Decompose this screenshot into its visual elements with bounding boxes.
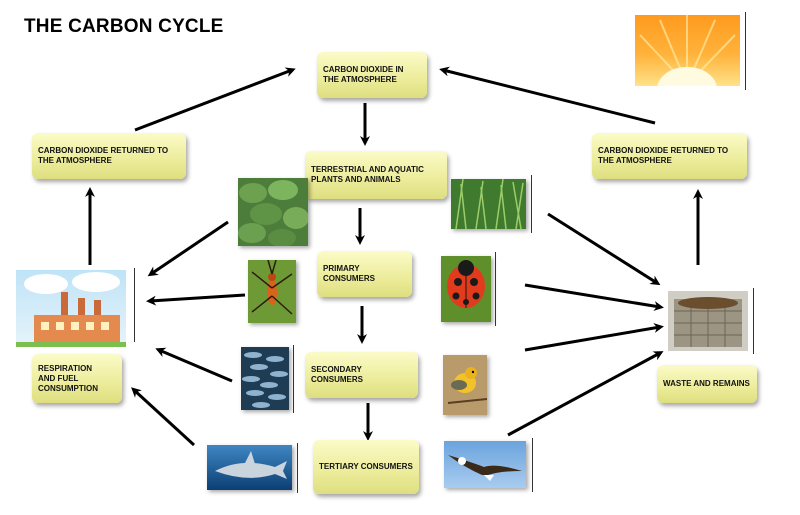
node-respiration-label: RESPIRATION AND FUEL CONSUMPTION <box>38 363 98 393</box>
diagram-title: THE CARBON CYCLE <box>24 16 224 37</box>
arrow-fish-to-factory <box>155 347 233 383</box>
fish-school-image <box>241 347 289 410</box>
shark-image <box>207 445 292 490</box>
compost-divider <box>753 288 754 354</box>
node-co2-atmosphere-label: CARBON DIOXIDE IN THE ATMOSPHERE <box>323 65 404 84</box>
grass-image <box>451 179 526 229</box>
node-co2-returned-right: CARBON DIOXIDE RETURNED TO THE ATMOSPHER… <box>592 133 747 179</box>
arrow-right-return-to-atmosphere <box>439 66 656 125</box>
grass-divider <box>531 175 532 233</box>
sun-divider <box>745 12 746 90</box>
node-plants-animals: TERRESTRIAL AND AQUATIC PLANTS AND ANIMA… <box>305 151 447 199</box>
arrow-bird-to-waste <box>524 323 664 352</box>
arrow-leaves-to-factory <box>147 220 229 277</box>
arrow-insect-to-factory <box>146 293 246 306</box>
node-co2-returned-right-label: CARBON DIOXIDE RETURNED TO THE ATMOSPHER… <box>598 146 729 165</box>
factory-divider <box>134 268 135 342</box>
bird-image <box>443 355 487 415</box>
compost-bin-image <box>668 291 748 351</box>
arrow-ladybug-to-waste <box>524 283 664 311</box>
node-primary-consumers: PRIMARY CONSUMERS <box>317 251 412 297</box>
node-respiration: RESPIRATION AND FUEL CONSUMPTION <box>32 354 122 403</box>
fish-divider <box>293 345 294 413</box>
node-secondary-consumers: SECONDARY CONSUMERS <box>305 352 418 398</box>
eagle-image <box>444 441 526 488</box>
shark-divider <box>297 443 298 493</box>
arrow-grass-to-waste <box>547 212 661 286</box>
node-primary-consumers-label: PRIMARY CONSUMERS <box>323 264 376 283</box>
leaves-image <box>238 178 308 246</box>
node-co2-returned-left: CARBON DIOXIDE RETURNED TO THE ATMOSPHER… <box>32 133 186 179</box>
node-waste-remains: WASTE AND REMAINS <box>657 365 757 403</box>
node-plants-animals-label: TERRESTRIAL AND AQUATIC PLANTS AND ANIMA… <box>311 165 424 184</box>
node-secondary-consumers-label: SECONDARY CONSUMERS <box>311 365 364 384</box>
arrow-eagle-to-waste <box>507 351 664 437</box>
factory-image <box>16 270 126 347</box>
node-waste-remains-label: WASTE AND REMAINS <box>663 379 750 388</box>
arrow-shark-to-respiration <box>131 387 196 447</box>
ladybug-divider <box>495 252 496 326</box>
node-co2-returned-left-label: CARBON DIOXIDE RETURNED TO THE ATMOSPHER… <box>38 146 169 165</box>
eagle-divider <box>532 438 533 492</box>
node-tertiary-consumers-label: TERTIARY CONSUMERS <box>319 462 413 471</box>
ladybug-image <box>441 256 491 322</box>
node-co2-atmosphere: CARBON DIOXIDE IN THE ATMOSPHERE <box>317 52 427 98</box>
sun-image <box>635 15 740 86</box>
arrow-left-return-to-atmosphere <box>134 67 296 132</box>
insect-image <box>248 260 296 323</box>
node-tertiary-consumers: TERTIARY CONSUMERS <box>313 440 419 494</box>
